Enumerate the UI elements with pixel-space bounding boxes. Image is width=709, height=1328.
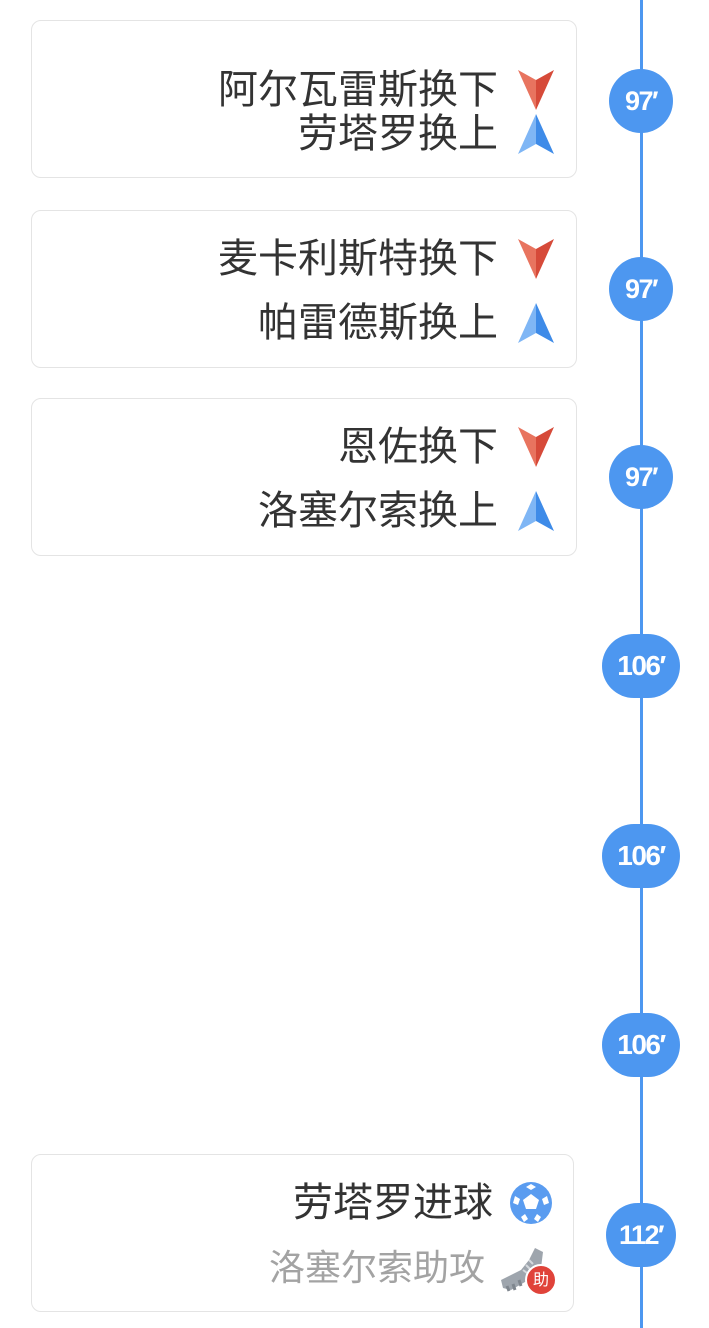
- minute-marker: 106′: [602, 824, 680, 888]
- blue-up-arrow-icon: [518, 303, 554, 343]
- sub-out-text: 麦卡利斯特换下: [218, 236, 498, 282]
- substitution-card[interactable]: 阿尔瓦雷斯换下 劳塔罗换上: [31, 20, 577, 178]
- assist-icon-wrap: 助: [499, 1246, 557, 1296]
- substitution-card[interactable]: 麦卡利斯特换下 帕雷德斯换上: [31, 210, 577, 368]
- assist-text: 洛塞尔索助攻: [268, 1248, 485, 1289]
- minute-marker: 112′: [606, 1203, 676, 1267]
- minute-marker: 97′: [609, 69, 673, 133]
- sub-out-text: 恩佐换下: [338, 424, 498, 470]
- minute-label: 106′: [617, 840, 666, 871]
- sub-in-text: 劳塔罗换上: [298, 111, 498, 157]
- red-down-arrow-icon: [518, 427, 554, 467]
- sub-in-text: 帕雷德斯换上: [258, 300, 498, 346]
- blue-up-arrow-icon: [518, 491, 554, 531]
- assist-badge: 助: [525, 1264, 557, 1296]
- substitution-card[interactable]: 恩佐换下 洛塞尔索换上: [31, 398, 577, 556]
- goal-text: 劳塔罗进球: [293, 1180, 493, 1226]
- minute-label: 106′: [617, 650, 666, 681]
- blue-up-arrow-icon: [518, 114, 554, 154]
- goal-card[interactable]: 劳塔罗进球 洛塞尔索助攻 助: [31, 1154, 574, 1312]
- assist-row: 洛塞尔索助攻 助: [268, 1245, 557, 1296]
- sub-out-row: 恩佐换下: [338, 423, 556, 471]
- sub-in-row: 帕雷德斯换上: [258, 299, 556, 347]
- sub-out-text: 阿尔瓦雷斯换下: [218, 67, 498, 113]
- goal-row: 劳塔罗进球: [293, 1179, 553, 1227]
- soccer-ball-icon: [510, 1182, 552, 1224]
- sub-in-row: 洛塞尔索换上: [258, 487, 556, 535]
- minute-marker: 97′: [609, 445, 673, 509]
- minute-label: 97′: [624, 273, 659, 304]
- minute-label: 112′: [618, 1219, 665, 1250]
- red-down-arrow-icon: [518, 70, 554, 110]
- red-down-arrow-icon: [518, 239, 554, 279]
- minute-marker: 106′: [602, 1013, 680, 1077]
- sub-out-row: 阿尔瓦雷斯换下: [218, 66, 556, 114]
- minute-label: 97′: [624, 85, 659, 116]
- minute-label: 106′: [617, 1029, 666, 1060]
- minute-label: 97′: [624, 461, 659, 492]
- sub-out-row: 麦卡利斯特换下: [218, 235, 556, 283]
- sub-in-text: 洛塞尔索换上: [258, 488, 498, 534]
- minute-marker: 97′: [609, 257, 673, 321]
- sub-in-row: 劳塔罗换上: [298, 110, 556, 158]
- minute-marker: 106′: [602, 634, 680, 698]
